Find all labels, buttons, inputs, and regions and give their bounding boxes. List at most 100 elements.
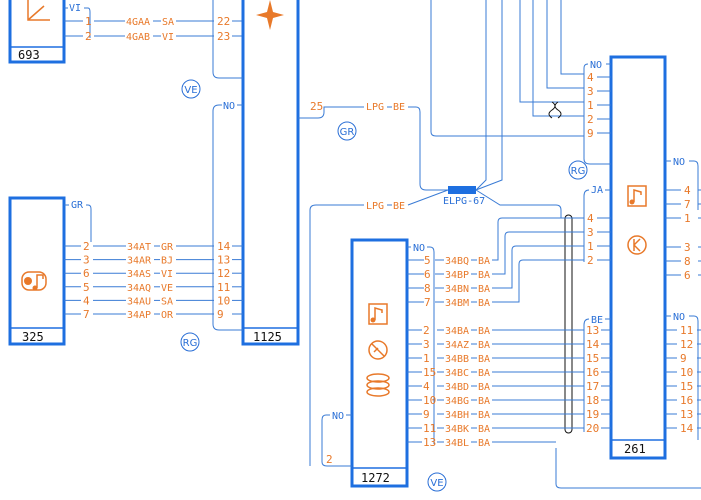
- pin-right-top-7: 7: [684, 198, 691, 211]
- wire-325-code: 34AP: [127, 310, 151, 321]
- pin-261-top-4: 4: [587, 71, 594, 84]
- pin-1272-4: 4: [423, 380, 430, 393]
- pin-1125-11: 11: [217, 281, 230, 294]
- wire-325-code: 34AS: [127, 269, 151, 280]
- pin-261-4: 4: [587, 212, 594, 225]
- component-325: 325: [8, 196, 66, 346]
- pin-261-top-2: 2: [587, 113, 594, 126]
- wire-1272a-color: BA: [478, 298, 490, 309]
- circle-rg-261: RG: [568, 160, 588, 180]
- component-261-number: 261: [624, 442, 646, 456]
- tag-be-261: BE: [591, 315, 603, 326]
- pin-1272-7: 7: [424, 296, 431, 309]
- component-1272: 1272: [350, 238, 409, 488]
- wire-325-color: VI: [161, 269, 173, 280]
- pin-261-18: 18: [586, 394, 599, 407]
- pin-1272-11: 11: [423, 422, 436, 435]
- wire-1272b-color: BA: [478, 410, 490, 421]
- pin-1272-15: 15: [423, 366, 436, 379]
- wire-1272b-code: 34BA: [445, 326, 469, 337]
- svg-text:GR: GR: [340, 127, 355, 138]
- component-261: 261: [609, 55, 667, 460]
- pin-261-14: 14: [586, 338, 600, 351]
- wire-1272b-color: BA: [478, 438, 490, 449]
- pin-261-19: 19: [586, 408, 599, 421]
- pin-right-bottom-12: 12: [680, 338, 693, 351]
- cd-changer-icon: [366, 373, 390, 397]
- wire-1272a-route: [492, 245, 584, 289]
- wire-1272b-code: 34AZ: [445, 340, 469, 351]
- wire-1272b-code: 34BD: [445, 382, 469, 393]
- tag-no-261-top: NO: [590, 60, 602, 71]
- pin-1272-bottom: 2: [326, 453, 333, 466]
- pin-325-4: 4: [83, 294, 90, 307]
- tag-no-1125: NO: [223, 101, 235, 112]
- wire-325-color: BJ: [161, 256, 173, 267]
- wire-325-code: 34AU: [127, 296, 151, 307]
- component-325-number: 325: [22, 330, 44, 344]
- pin-right-bottom-14: 14: [680, 422, 694, 435]
- wire-1272b-color: BA: [478, 396, 490, 407]
- pin-1125-12: 12: [217, 267, 230, 280]
- pin-261-top-3: 3: [587, 85, 594, 98]
- pin-693-1: 1: [85, 15, 92, 28]
- wire-1272b-code: 34BC: [445, 368, 469, 379]
- pin-1125-23: 23: [217, 30, 230, 43]
- svg-text:VE: VE: [430, 478, 443, 489]
- pin-261-top-1: 1: [587, 99, 594, 112]
- pin-261-top-9: 9: [587, 127, 594, 140]
- wire-1272b-code: 34BG: [445, 396, 469, 407]
- pin-1125-14: 14: [217, 240, 231, 253]
- pin-325-2: 2: [83, 240, 90, 253]
- wire-325-code: 34AT: [127, 242, 151, 253]
- pin-1272-5: 5: [424, 254, 431, 267]
- tag-gr-325: GR: [71, 200, 84, 211]
- wire-1272a-code: 34BP: [445, 270, 469, 281]
- wire-693-code: 4GAB: [126, 32, 150, 43]
- pin-right-top-8: 8: [684, 255, 691, 268]
- pin-right-bottom-11: 11: [680, 324, 693, 337]
- pin-261-3: 3: [587, 226, 594, 239]
- svg-text:RG: RG: [183, 338, 198, 349]
- music-note-icon-1272: [368, 303, 388, 325]
- component-1125: 1125: [241, 0, 300, 346]
- wire-1272b-color: BA: [478, 368, 490, 379]
- pin-1272-1: 1: [423, 352, 430, 365]
- pin-1272-8: 8: [424, 282, 431, 295]
- svg-text:VE: VE: [184, 85, 197, 96]
- tag-no-1272-bottom: NO: [332, 411, 344, 422]
- circle-ve-bottom: VE: [427, 472, 447, 492]
- wire-1272b-code: 34BB: [445, 354, 469, 365]
- spark-icon: [256, 0, 284, 30]
- svg-text:RG: RG: [571, 166, 586, 177]
- pin-right-top-3: 3: [684, 241, 691, 254]
- tag-no-right-a: NO: [673, 157, 685, 168]
- wire-1272a-route: [492, 231, 584, 275]
- pin-693-2: 2: [85, 30, 92, 43]
- pin-right-top-4: 4: [684, 184, 691, 197]
- wire-1272a-code: 34BN: [445, 284, 469, 295]
- pin-1272-6: 6: [424, 268, 431, 281]
- wire-325-color: VE: [161, 283, 173, 294]
- pin-1272-2: 2: [423, 324, 430, 337]
- pin-1272-10: 10: [423, 394, 436, 407]
- audio-unit-icon: [21, 271, 47, 291]
- wire-325-color: GR: [161, 242, 174, 253]
- circle-ve-upper: VE: [181, 79, 201, 99]
- pin-right-top-6: 6: [684, 269, 691, 282]
- wire-1272b-color: BA: [478, 382, 490, 393]
- pin-right-bottom-13: 13: [680, 408, 693, 421]
- lpg-lower-color: BE: [393, 201, 405, 212]
- pin-1272-3: 3: [423, 338, 430, 351]
- tag-vi-693: VI: [69, 3, 81, 14]
- wire-1272a-color: BA: [478, 284, 490, 295]
- pin-261-2: 2: [587, 254, 594, 267]
- wire-1272a-color: BA: [478, 270, 490, 281]
- pin-261-17: 17: [586, 380, 599, 393]
- pin-261-20: 20: [586, 422, 599, 435]
- pin-right-bottom-9: 9: [680, 352, 687, 365]
